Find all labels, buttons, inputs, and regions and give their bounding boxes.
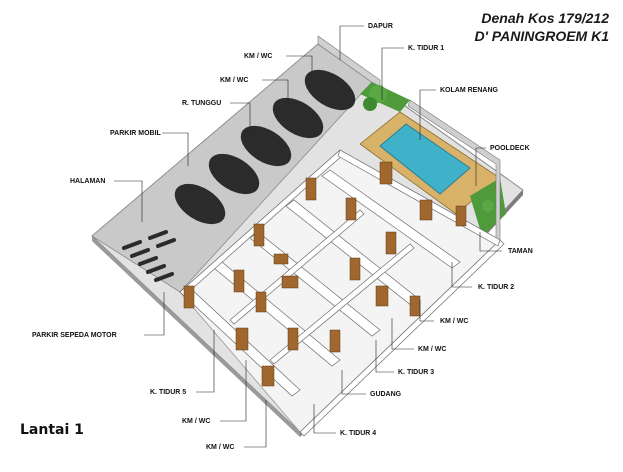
label-km-wc-mid1: KM / WC (440, 318, 468, 325)
pool-water (379, 123, 471, 195)
label-km-wc-bot1: KM / WC (182, 418, 210, 425)
car (208, 153, 260, 195)
label-km-wc-mid2: KM / WC (418, 346, 446, 353)
plan-subtitle: D' PANINGROEM K1 (474, 28, 609, 44)
label-pooldeck: POOLDECK (490, 145, 530, 152)
label-halaman: HALAMAN (70, 178, 105, 185)
label-r-tunggu: R. TUNGGU (182, 100, 221, 107)
car (304, 69, 356, 111)
doors-furniture (183, 161, 467, 387)
label-parkir-sepeda-motor: PARKIR SEPEDA MOTOR (32, 332, 117, 339)
label-k-tidur-3: K. TIDUR 3 (398, 369, 434, 376)
parked-cars (174, 69, 356, 225)
tree (363, 97, 377, 111)
shrub (482, 200, 494, 212)
floor-label: Lantai 1 (20, 422, 84, 438)
label-k-tidur-1: K. TIDUR 1 (408, 45, 444, 52)
car (240, 125, 292, 167)
label-k-tidur-2: K. TIDUR 2 (478, 284, 514, 291)
plan-title: Denah Kos 179/212 (481, 10, 609, 26)
label-k-tidur-4: K. TIDUR 4 (340, 430, 376, 437)
room-labels: DAPUR K. TIDUR 1 KM / WC KM / WC KOLAM R… (32, 23, 533, 451)
label-dapur: DAPUR (368, 23, 393, 30)
boundary-wall-top (317, 35, 381, 89)
car (174, 183, 226, 225)
base-slab-side (92, 236, 300, 437)
car (272, 97, 324, 139)
parked-motorbikes (122, 230, 176, 282)
label-km-wc-bot2: KM / WC (206, 444, 234, 451)
label-taman: TAMAN (508, 248, 533, 255)
label-k-tidur-5: K. TIDUR 5 (150, 389, 186, 396)
label-km-wc-top2: KM / WC (220, 77, 248, 84)
label-parkir-mobil: PARKIR MOBIL (110, 130, 162, 137)
label-gudang: GUDANG (370, 391, 402, 398)
label-km-wc-top1: KM / WC (244, 53, 272, 60)
leader-lines (114, 25, 502, 448)
label-kolam-renang: KOLAM RENANG (440, 87, 498, 94)
